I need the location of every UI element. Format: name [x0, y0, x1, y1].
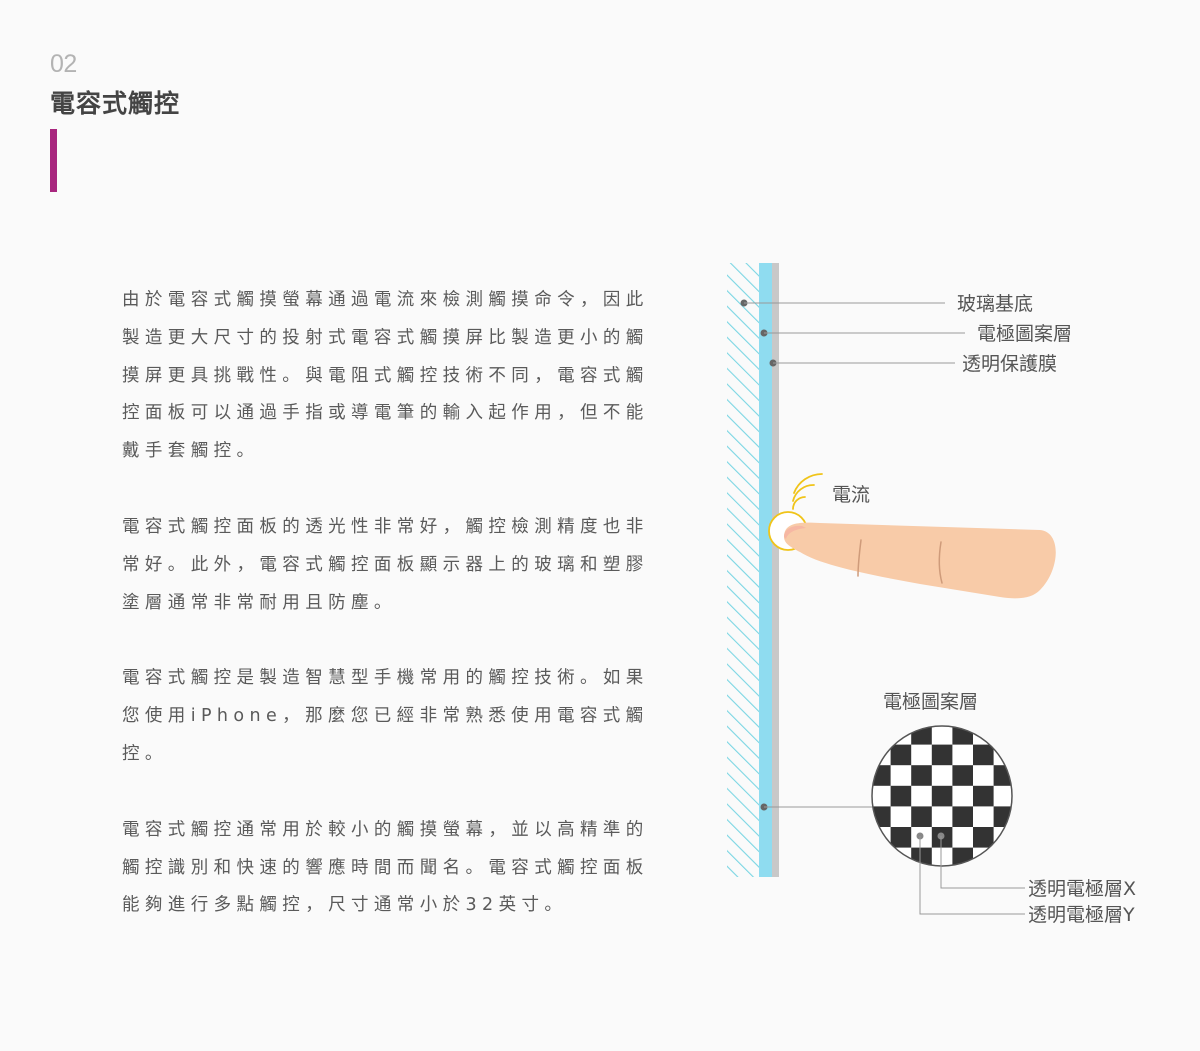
checker-cell: [973, 744, 994, 766]
title-accent-bar: [50, 129, 57, 192]
checker-cell: [931, 744, 953, 766]
checker-cell: [952, 806, 973, 827]
leader-electrode-y: [916, 832, 1025, 915]
glass-substrate-layer: [727, 263, 759, 877]
protective-film-layer: [772, 263, 779, 877]
paragraph: 電容式觸控是製造智慧型手機常用的觸控技術。如果您使用iPhone，那麼您已經非常…: [122, 668, 649, 764]
current-signal-icon: [792, 473, 823, 510]
finger-icon: [784, 522, 1056, 599]
electrode-checker-pattern: [872, 726, 1012, 866]
pattern-circle-outline: [871, 725, 1013, 867]
electrode-pattern-layer: [759, 263, 772, 877]
leader-electrode: [760, 329, 965, 337]
leader-electrode-x: [937, 832, 1025, 889]
leader-glass: [740, 299, 945, 307]
checker-cell: [911, 765, 932, 786]
checker-cell: [973, 785, 994, 807]
section-title: 電容式觸控: [50, 89, 181, 118]
checker-cell: [993, 726, 1012, 745]
label-glass-substrate: 玻璃基底: [957, 293, 1033, 315]
section-number: 02: [50, 50, 77, 78]
leader-protective: [769, 359, 955, 367]
checker-cells: [872, 726, 1012, 866]
checker-cell: [890, 744, 912, 766]
label-electrode-y: 透明電極層Y: [1028, 904, 1135, 926]
checker-cell: [993, 847, 1012, 866]
checker-cell: [973, 827, 994, 848]
leader-pattern: [760, 803, 880, 811]
checker-cell: [890, 785, 912, 807]
body-text: 由於電容式觸摸螢幕通過電流來檢測觸摸命令，因此製造更大尺寸的投射式電容式觸摸屏比…: [122, 282, 667, 963]
checker-cell: [872, 726, 891, 745]
label-pattern-title: 電極圖案層: [883, 691, 978, 713]
label-electrode-x: 透明電極層X: [1028, 878, 1136, 900]
checker-cell: [911, 806, 932, 827]
paragraph: 由於電容式觸摸螢幕通過電流來檢測觸摸命令，因此製造更大尺寸的投射式電容式觸摸屏比…: [122, 290, 649, 462]
paragraph: 電容式觸控面板的透光性非常好，觸控檢測精度也非常好。此外，電容式觸控面板顯示器上…: [122, 516, 649, 613]
label-electrode-pattern-layer: 電極圖案層: [977, 323, 1072, 345]
label-current: 電流: [832, 484, 870, 506]
checker-cell: [872, 847, 891, 866]
label-protective-film: 透明保護膜: [962, 353, 1057, 375]
paragraph: 電容式觸控通常用於較小的觸摸螢幕，並以高精準的觸控識別和快速的響應時間而聞名。電…: [122, 819, 649, 916]
checker-cell: [952, 765, 973, 786]
checker-cell: [890, 827, 912, 848]
checker-cell: [931, 785, 953, 807]
